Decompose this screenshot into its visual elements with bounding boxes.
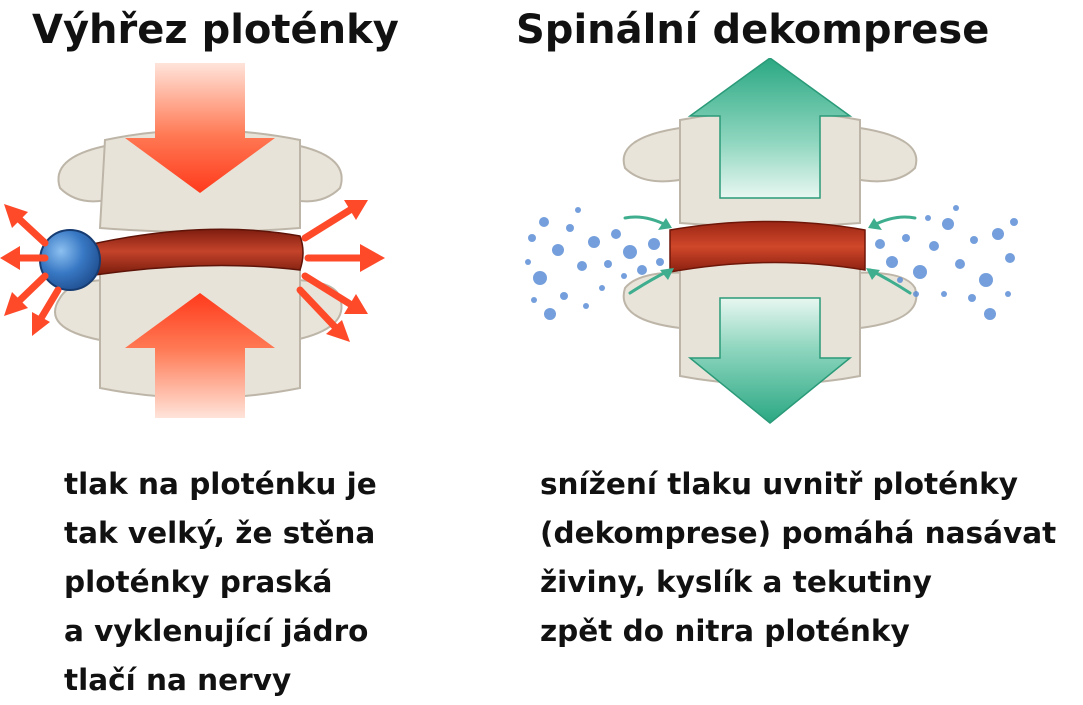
decompression-caption: snížení tlaku uvnitř ploténky (dekompres… [540, 460, 1056, 656]
herniation-caption: tlak na ploténku je tak velký, že stěna … [64, 460, 377, 705]
green-arrow-icon [687, 58, 853, 199]
herniation-title: Výhřez ploténky [32, 7, 399, 53]
decompression-figure [525, 58, 1018, 424]
herniated-disc-figure [0, 63, 385, 418]
caption-line: tlak na ploténku je [64, 467, 377, 501]
caption-line: zpět do nitra ploténky [540, 614, 910, 648]
green-arrow-icon [687, 297, 853, 424]
caption-line: tlačí na nervy [64, 663, 292, 697]
caption-line: (dekomprese) pomáhá nasávat [540, 516, 1057, 550]
inflow-arrow-heads [658, 218, 882, 280]
caption-line: tak velký, že stěna [64, 516, 376, 550]
red-arrow-icon [125, 293, 275, 418]
caption-line: živiny, kyslík a tekutiny [540, 565, 932, 599]
right-pressure-arrows [296, 200, 385, 342]
fluid-bubbles [525, 205, 1018, 320]
caption-line: snížení tlaku uvnitř ploténky [540, 467, 1018, 501]
disc [74, 228, 304, 279]
blue-nucleus-icon [39, 229, 101, 291]
disc [669, 220, 866, 273]
red-arrow-icon [125, 63, 275, 193]
caption-line: ploténky praská [64, 565, 333, 599]
left-pressure-arrows [0, 204, 62, 336]
caption-line: a vyklenující jádro [64, 614, 369, 648]
decompression-title: Spinální dekomprese [516, 7, 990, 53]
